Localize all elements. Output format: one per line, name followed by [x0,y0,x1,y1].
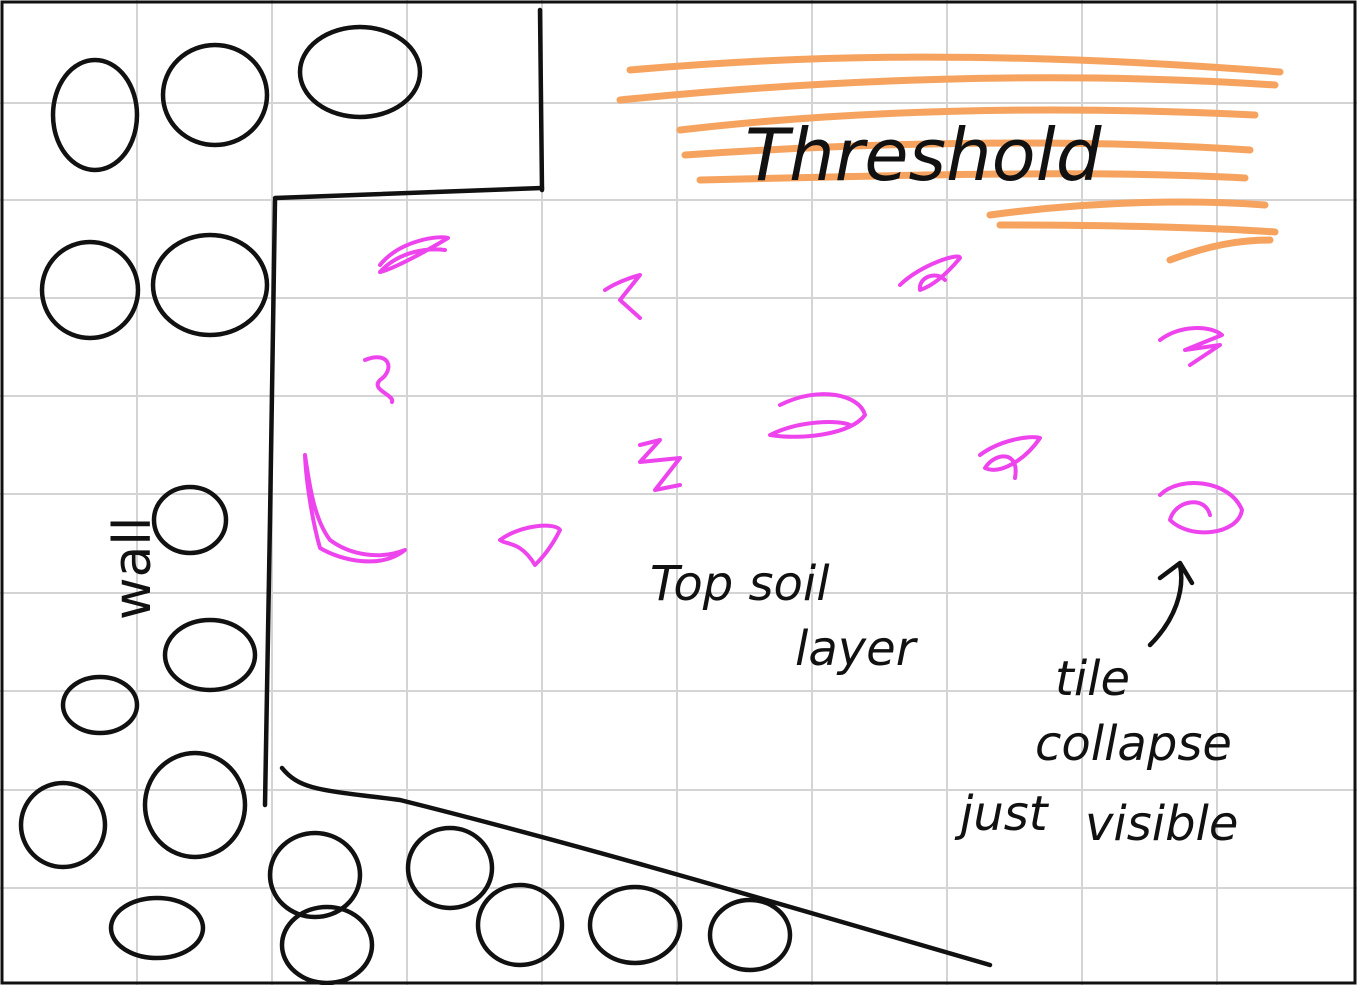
collapse-label-line3a: just [954,786,1050,842]
marker-11 [500,526,560,565]
stone-circle [145,753,245,857]
collapse-label-line2: collapse [1035,716,1232,772]
marker-6 [770,394,865,437]
stone-circle [282,907,372,983]
topsoil-label-line2: layer [795,621,919,677]
stone-circle [710,900,790,970]
marker-7 [640,440,680,490]
stone-circle [111,898,203,958]
stone-circle [590,887,680,963]
collapse-label-line1: tile [1055,651,1130,707]
stone-circle [270,833,360,917]
stone-circle [153,235,267,335]
stone-circle [53,60,137,170]
stone-circle [408,828,492,908]
wall-label: wall [103,517,163,620]
stone-circle [42,242,138,338]
marker-8 [980,437,1040,478]
stone-circle [21,783,105,867]
stone-circle [478,885,562,965]
stone-circle [63,677,137,733]
collapse-arrow [1150,563,1192,645]
stone-circle [165,620,255,690]
marker-3 [900,257,960,290]
threshold-label: Threshold [745,113,1103,197]
marker-2 [605,275,640,318]
marker-4 [1160,328,1222,365]
collapse-label-line3b: visible [1085,796,1238,852]
pink-markers [305,237,1242,565]
stone-circle [154,487,226,553]
marker-9 [1160,483,1242,532]
stone-circle [163,45,267,145]
marker-1 [380,237,448,272]
topsoil-label-line1: Top soil [650,556,830,612]
marker-10 [305,455,405,561]
